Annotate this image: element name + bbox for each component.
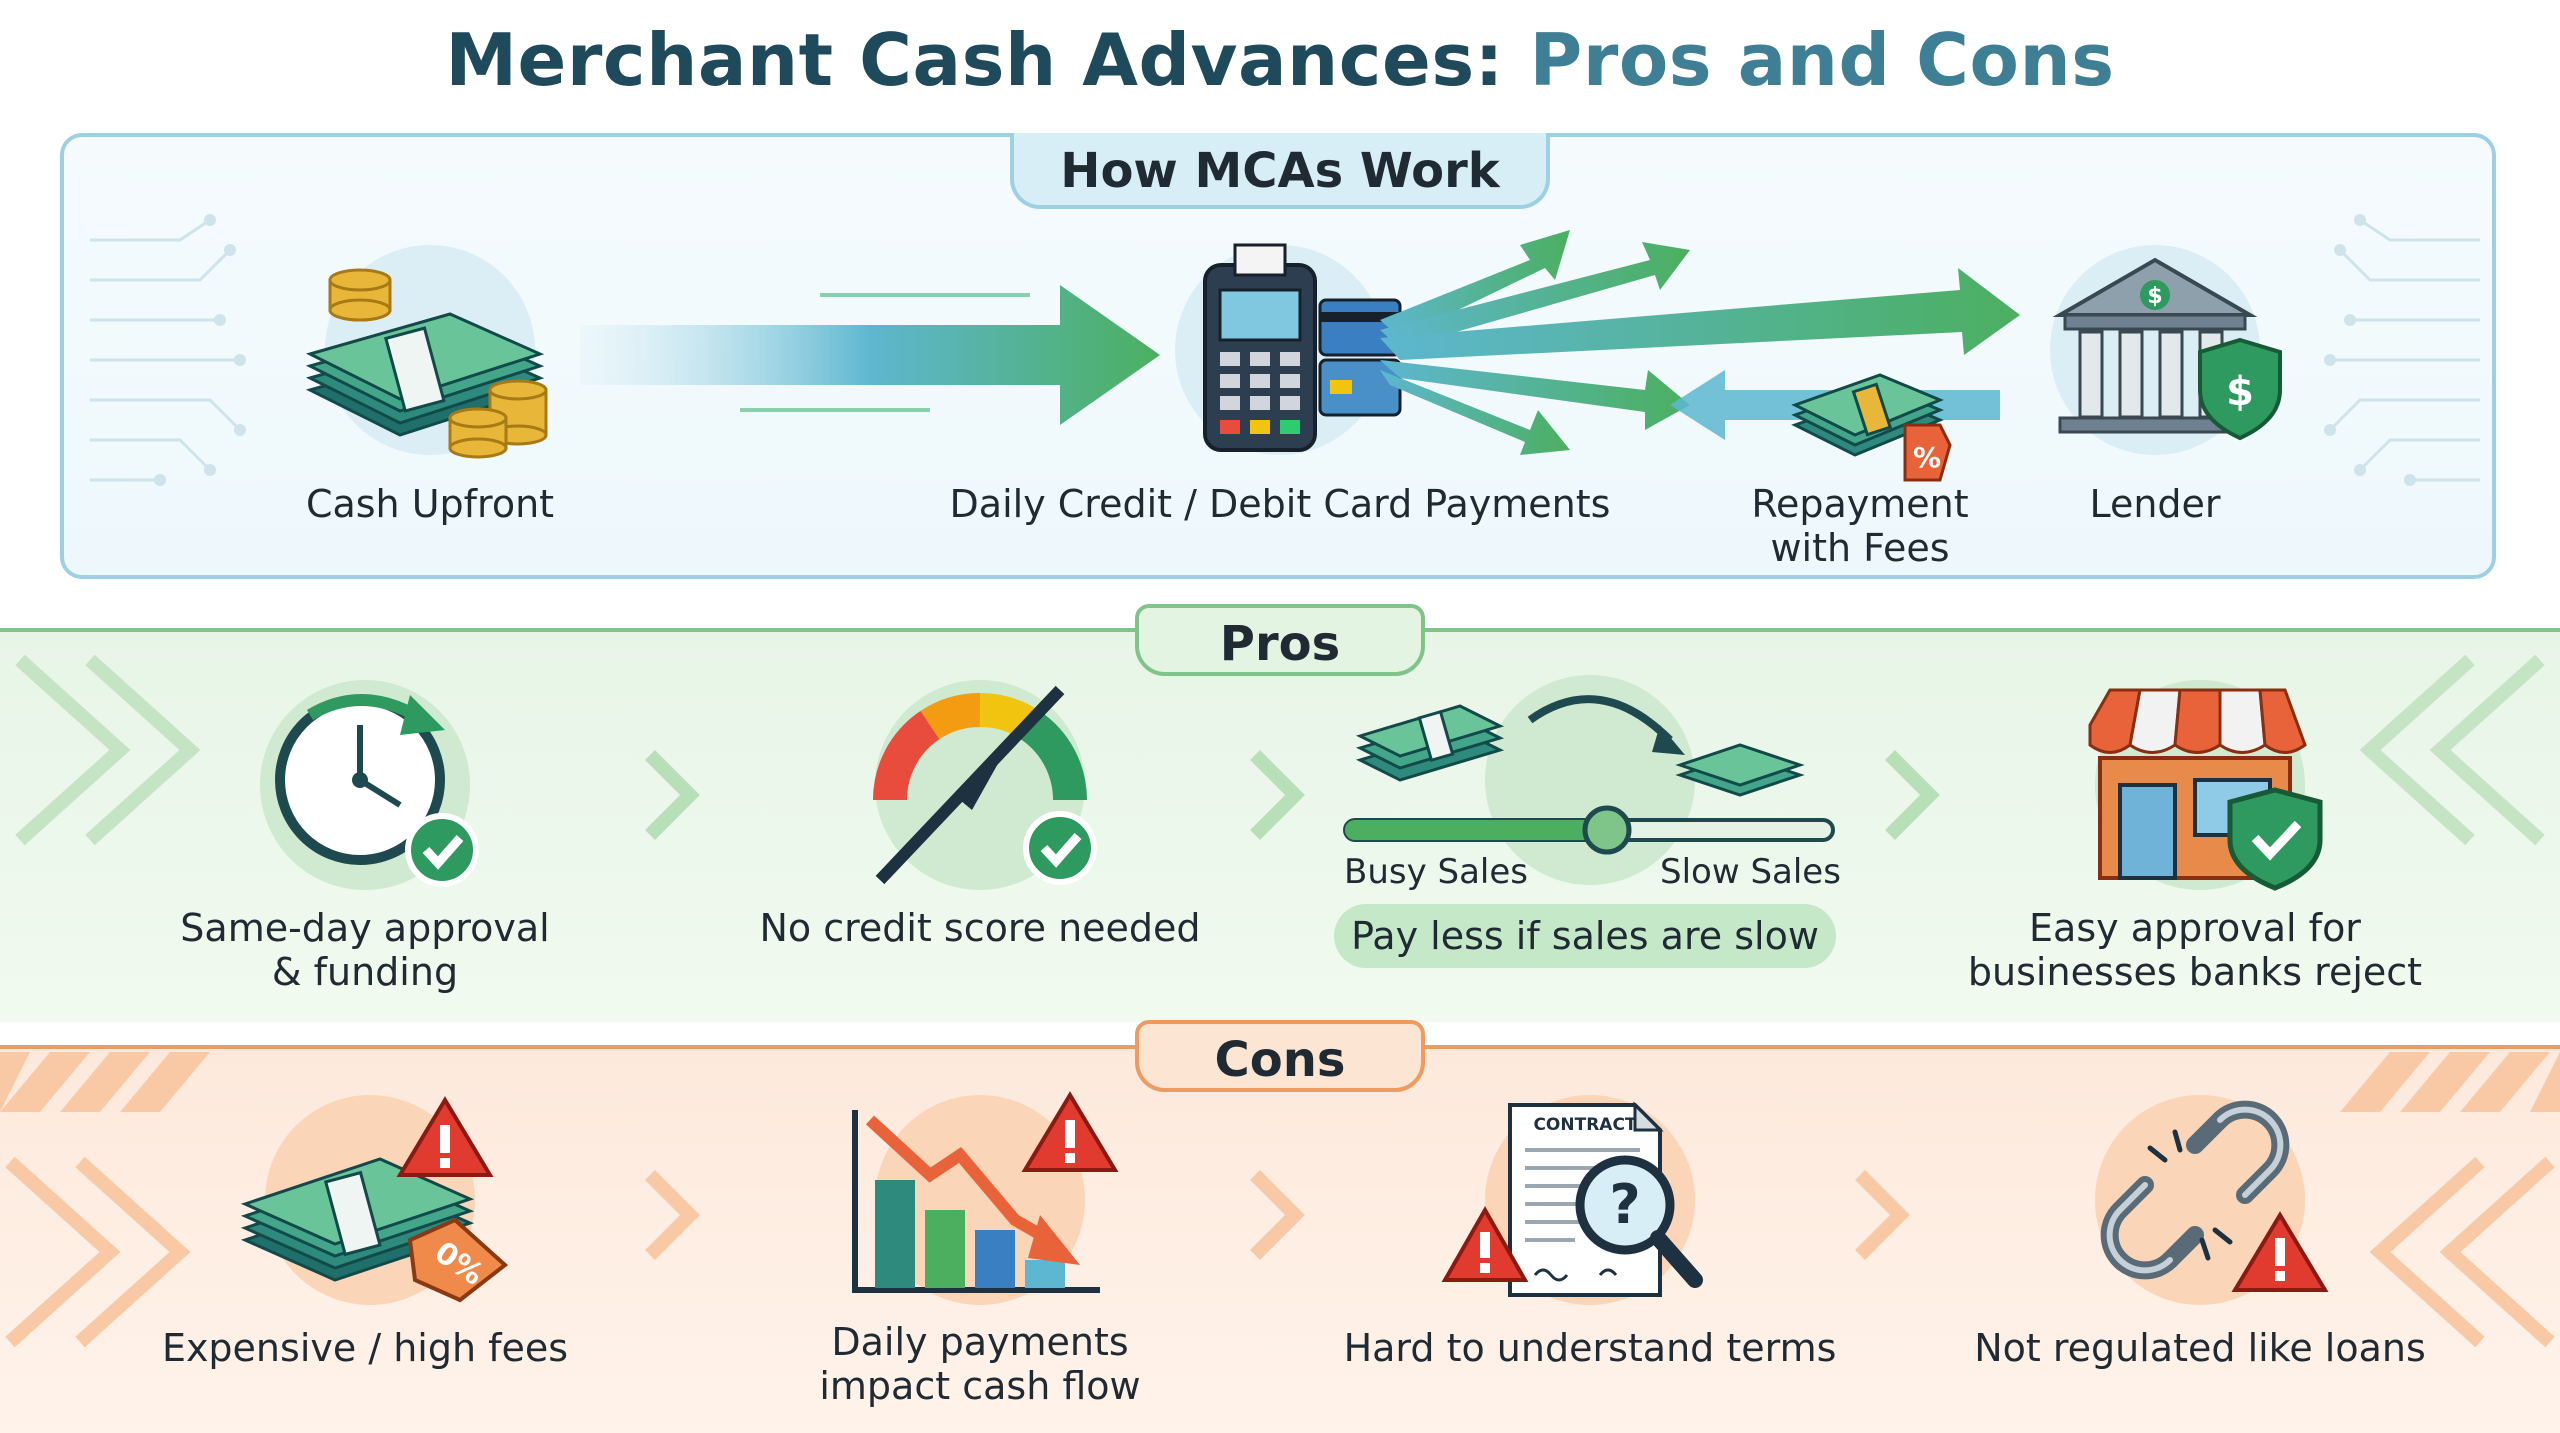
slider-busy-sales-label: Busy Sales	[1344, 852, 1529, 892]
pros-chevron-icon	[1885, 750, 1940, 840]
svg-text:?: ?	[1609, 1173, 1640, 1236]
card-terminal-icon	[1175, 243, 1402, 455]
how-mcas-work-heading: How MCAs Work	[1010, 133, 1550, 209]
step-repayment-label: Repayment with Fees	[1751, 482, 1969, 570]
svg-text:$: $	[2147, 284, 2162, 309]
pro-pay-less-label: Pay less if sales are slow	[1334, 904, 1836, 968]
svg-text:$: $	[2226, 369, 2254, 415]
cons-right-stripes-icon	[2340, 1052, 2560, 1348]
svg-text:%: %	[1913, 441, 1941, 474]
cons-left-stripes-icon	[0, 1052, 210, 1348]
broken-chain-icon	[2095, 1095, 2329, 1305]
flow-arrow-icon	[580, 285, 1160, 425]
declining-chart-icon	[852, 1091, 1119, 1305]
pros-chevron-icon	[645, 750, 700, 840]
cons-chevron-icon	[1250, 1170, 1305, 1260]
cons-chevron-icon	[645, 1170, 700, 1260]
pro-no-credit-label: No credit score needed	[759, 906, 1201, 950]
slider-slow-sales-label: Slow Sales	[1660, 852, 1841, 892]
cash-stack-icon	[305, 245, 548, 459]
contract-search-icon: CONTRACT ?	[1441, 1095, 1703, 1305]
cons-chevron-icon	[1855, 1170, 1910, 1260]
credit-gauge-icon	[872, 680, 1097, 890]
con-not-regulated-label: Not regulated like loans	[1974, 1326, 2426, 1370]
circuit-right-icon	[2324, 214, 2480, 486]
title-main: Merchant Cash Advances:	[445, 18, 1504, 102]
pro-same-day-label: Same-day approval & funding	[180, 906, 550, 994]
sales-slider-icon	[1343, 675, 1835, 885]
title-accent: Pros and Cons	[1529, 18, 2115, 102]
clock-check-icon	[260, 680, 479, 890]
pros-right-chevrons-icon	[2359, 654, 2545, 846]
step-lender-label: Lender	[2089, 482, 2221, 526]
bank-icon: $ $	[2050, 245, 2282, 455]
storefront-shield-icon	[2088, 680, 2323, 891]
con-expensive-label: Expensive / high fees	[161, 1326, 569, 1370]
step-cash-upfront-label: Cash Upfront	[305, 482, 555, 526]
money-warning-icon: 0%	[240, 1095, 509, 1305]
pros-left-chevrons-icon	[15, 654, 201, 846]
contract-title-text: CONTRACT	[1533, 1115, 1636, 1135]
payment-fan-arrows-icon	[1380, 230, 2020, 455]
circuit-left-icon	[90, 214, 246, 486]
cons-heading: Cons	[1135, 1020, 1425, 1092]
money-fee-icon: %	[1791, 373, 1952, 482]
con-daily-payments-label: Daily payments impact cash flow	[819, 1320, 1141, 1408]
pro-easy-approval-label: Easy approval for businesses banks rejec…	[1967, 906, 2423, 994]
con-hard-terms-label: Hard to understand terms	[1343, 1326, 1837, 1370]
page-title: Merchant Cash Advances: Pros and Cons	[0, 18, 2560, 102]
pros-chevron-icon	[1250, 750, 1305, 840]
step-daily-payments-label: Daily Credit / Debit Card Payments	[949, 482, 1611, 526]
pros-heading: Pros	[1135, 604, 1425, 676]
